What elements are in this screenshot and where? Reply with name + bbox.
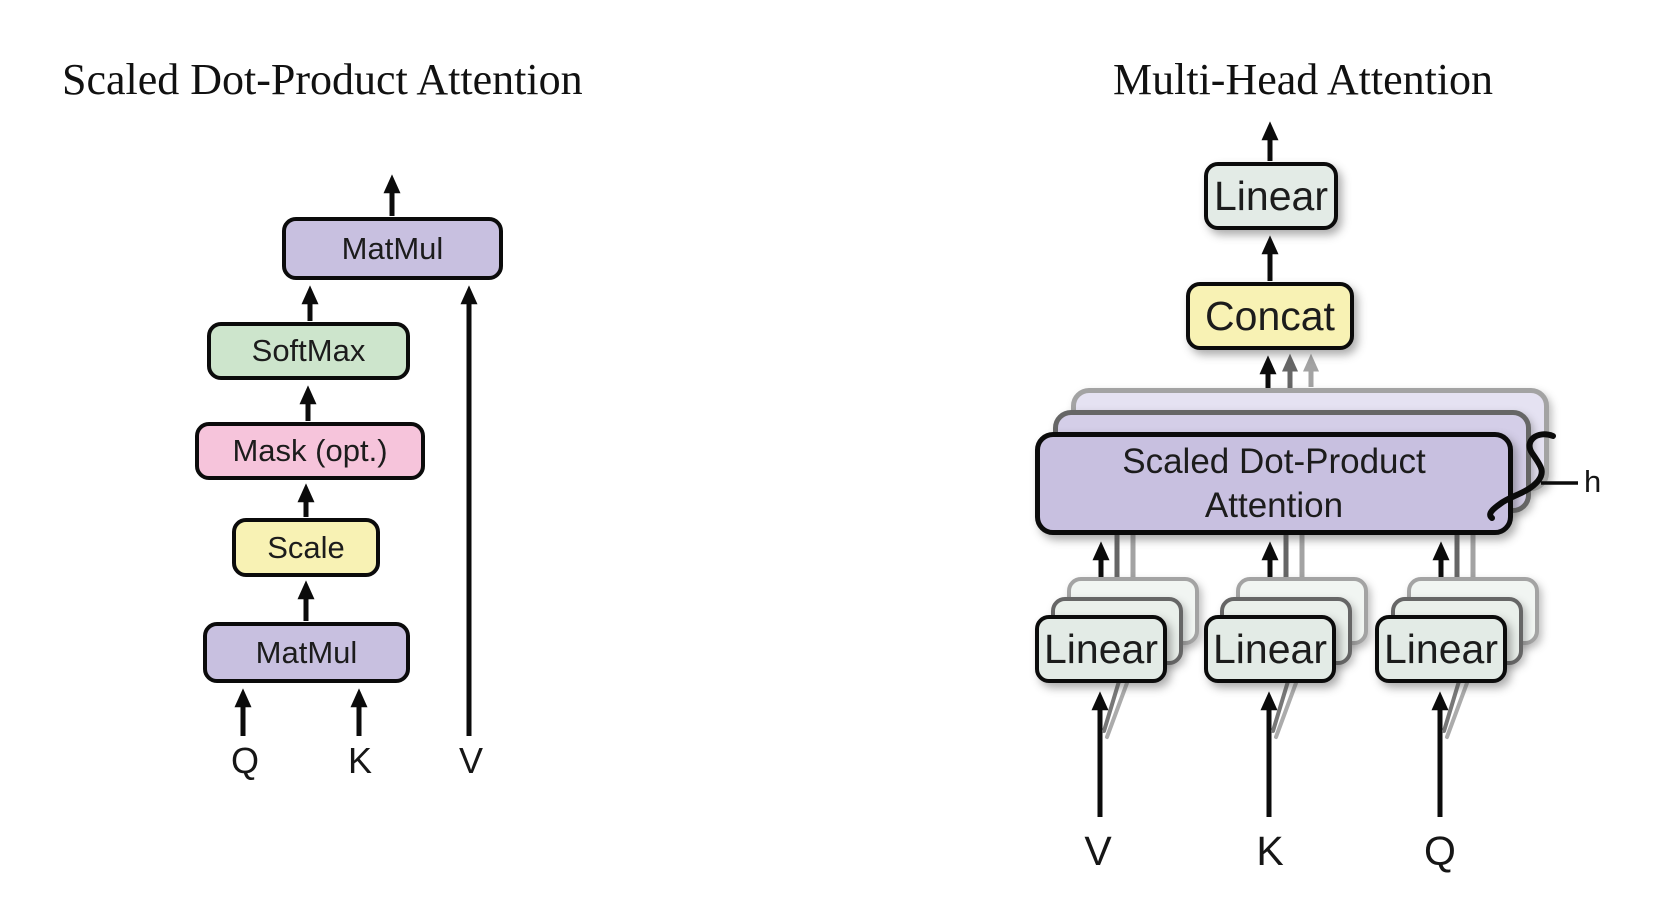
block-linear-k: Linear — [1204, 615, 1336, 683]
input-label-q-left: Q — [230, 740, 260, 781]
input-label-k-right: K — [1256, 828, 1284, 874]
block-label: MatMul — [255, 634, 358, 670]
block-softmax: SoftMax — [207, 322, 410, 380]
block-label: Linear — [1384, 625, 1498, 672]
block-label: Linear — [1213, 625, 1327, 672]
input-label-v-right: V — [1084, 828, 1112, 874]
block-attention: Scaled Dot-Product Attention — [1035, 432, 1513, 535]
block-label: MatMul — [341, 230, 444, 266]
input-label-v-left: V — [458, 740, 484, 781]
block-label: Scale — [267, 529, 345, 565]
block-label: Linear — [1214, 172, 1328, 219]
block-linear-q: Linear — [1375, 615, 1507, 683]
block-concat: Concat — [1186, 282, 1354, 350]
block-linear-v: Linear — [1035, 615, 1167, 683]
left-diagram-title: Scaled Dot-Product Attention — [62, 55, 583, 104]
head-count-label: h — [1584, 464, 1602, 499]
block-scale: Scale — [232, 518, 380, 577]
block-label: SoftMax — [251, 333, 366, 368]
input-label-q-right: Q — [1424, 828, 1456, 874]
block-label: Linear — [1044, 625, 1158, 672]
stack-brace — [1487, 431, 1556, 521]
block-matmul-bottom: MatMul — [203, 622, 410, 683]
attention-label: Scaled Dot-Product Attention — [1122, 440, 1425, 528]
block-linear-out: Linear — [1204, 162, 1338, 230]
block-label: Concat — [1205, 292, 1335, 339]
block-label: Mask (opt.) — [232, 433, 388, 468]
block-mask: Mask (opt.) — [195, 422, 425, 480]
attention-label-line1: Scaled Dot-Product — [1122, 441, 1426, 481]
right-diagram-title: Multi-Head Attention — [1113, 55, 1494, 104]
attention-label-line2: Attention — [1204, 485, 1344, 525]
input-label-k-left: K — [347, 740, 373, 781]
block-matmul-top: MatMul — [282, 217, 503, 280]
